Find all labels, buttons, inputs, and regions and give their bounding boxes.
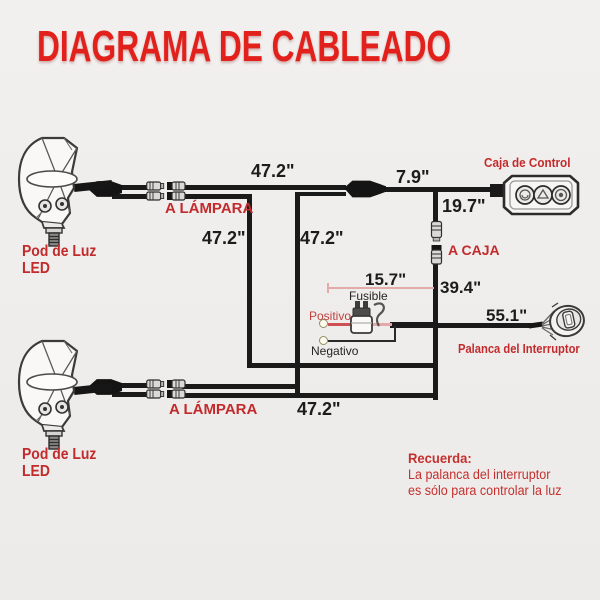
negative-terminal-ring — [319, 336, 328, 345]
reminder-line2: es sólo para controlar la luz — [408, 483, 562, 498]
label-a-caja: A CAJA — [448, 242, 500, 258]
wire-box-stub-lower — [490, 192, 506, 197]
harness-junction-sleeve — [344, 180, 386, 198]
wire-left-bottom-run — [247, 363, 438, 368]
label-switch: Palanca del Interruptor — [458, 341, 580, 356]
dim-bottom-run: 47.2" — [297, 399, 341, 419]
wire-left-drop-link — [182, 194, 252, 199]
wire-bot-upper-run — [182, 384, 298, 389]
wire-main-drop-lower — [433, 263, 438, 400]
wire-bottom-run — [182, 393, 438, 398]
label-pod-bottom-line1: Pod de Luz — [22, 446, 97, 463]
label-negative: Negativo — [311, 344, 359, 358]
dim-switch-branch: 39.4" — [440, 278, 482, 297]
connector-pair-bottom-lower — [146, 389, 186, 399]
fuse-dimension-line — [328, 287, 434, 289]
negative-wire — [328, 340, 396, 342]
label-a-lampara-top: A LÁMPARA — [165, 200, 254, 217]
wire-fuse-cable — [390, 322, 436, 328]
toggle-switch — [528, 302, 585, 341]
positive-terminal-ring — [319, 319, 328, 328]
label-pod-top: Pod de Luz LED — [22, 243, 96, 277]
reminder-line1: La palanca del interruptor — [408, 467, 551, 482]
label-pod-top-line2: LED — [22, 260, 50, 277]
label-control-box: Caja de Control — [484, 155, 571, 170]
negative-wire-riser — [394, 326, 396, 341]
wire-top-lower-lead — [112, 194, 150, 199]
dim-run-to-box: 7.9" — [396, 167, 430, 187]
label-fuse: Fusible — [349, 289, 388, 303]
wire-bot-lower-lead — [112, 392, 150, 397]
wire-center-riser — [295, 193, 300, 396]
reminder-note: Recuerda: La palanca del interruptor es … — [408, 450, 562, 499]
label-positive: Positivo — [309, 309, 352, 323]
connector-pair-box-drop — [430, 220, 443, 265]
wire-top-run — [182, 185, 346, 190]
dim-left-drop: 47.2" — [202, 228, 246, 248]
label-pod-bottom: Pod de Luz LED — [22, 446, 96, 480]
led-pod-bottom — [12, 337, 112, 455]
led-pod-top — [12, 134, 112, 252]
wire-box-stub-upper — [490, 184, 506, 189]
wire-riser-top-link — [295, 192, 346, 196]
dim-box-drop: 19.7" — [442, 196, 486, 216]
dim-center-riser: 47.2" — [300, 228, 344, 248]
fuse-output-wire — [371, 323, 392, 326]
fuse-holder — [350, 301, 385, 334]
label-pod-bottom-line2: LED — [22, 463, 50, 480]
fuse-dimension-tick — [327, 283, 329, 293]
wire-top-upper-lead — [116, 185, 150, 190]
wire-switch-lead — [436, 323, 532, 328]
wire-main-drop-upper — [433, 190, 438, 224]
label-pod-top-line1: Pod de Luz — [22, 243, 97, 260]
positive-wire — [328, 323, 353, 326]
reminder-heading: Recuerda: — [408, 450, 472, 466]
wire-left-drop — [247, 197, 252, 368]
dim-top-run: 47.2" — [251, 161, 295, 181]
wire-bot-upper-lead — [116, 383, 150, 388]
page-title: DIAGRAMA DE CABLEADO — [37, 22, 452, 71]
wire-to-control-box — [384, 187, 506, 192]
label-a-lampara-bottom: A LÁMPARA — [169, 401, 258, 418]
control-box — [502, 174, 580, 216]
dim-switch-lead: 55.1" — [486, 306, 528, 325]
dim-fuse-lead: 15.7" — [365, 270, 407, 289]
